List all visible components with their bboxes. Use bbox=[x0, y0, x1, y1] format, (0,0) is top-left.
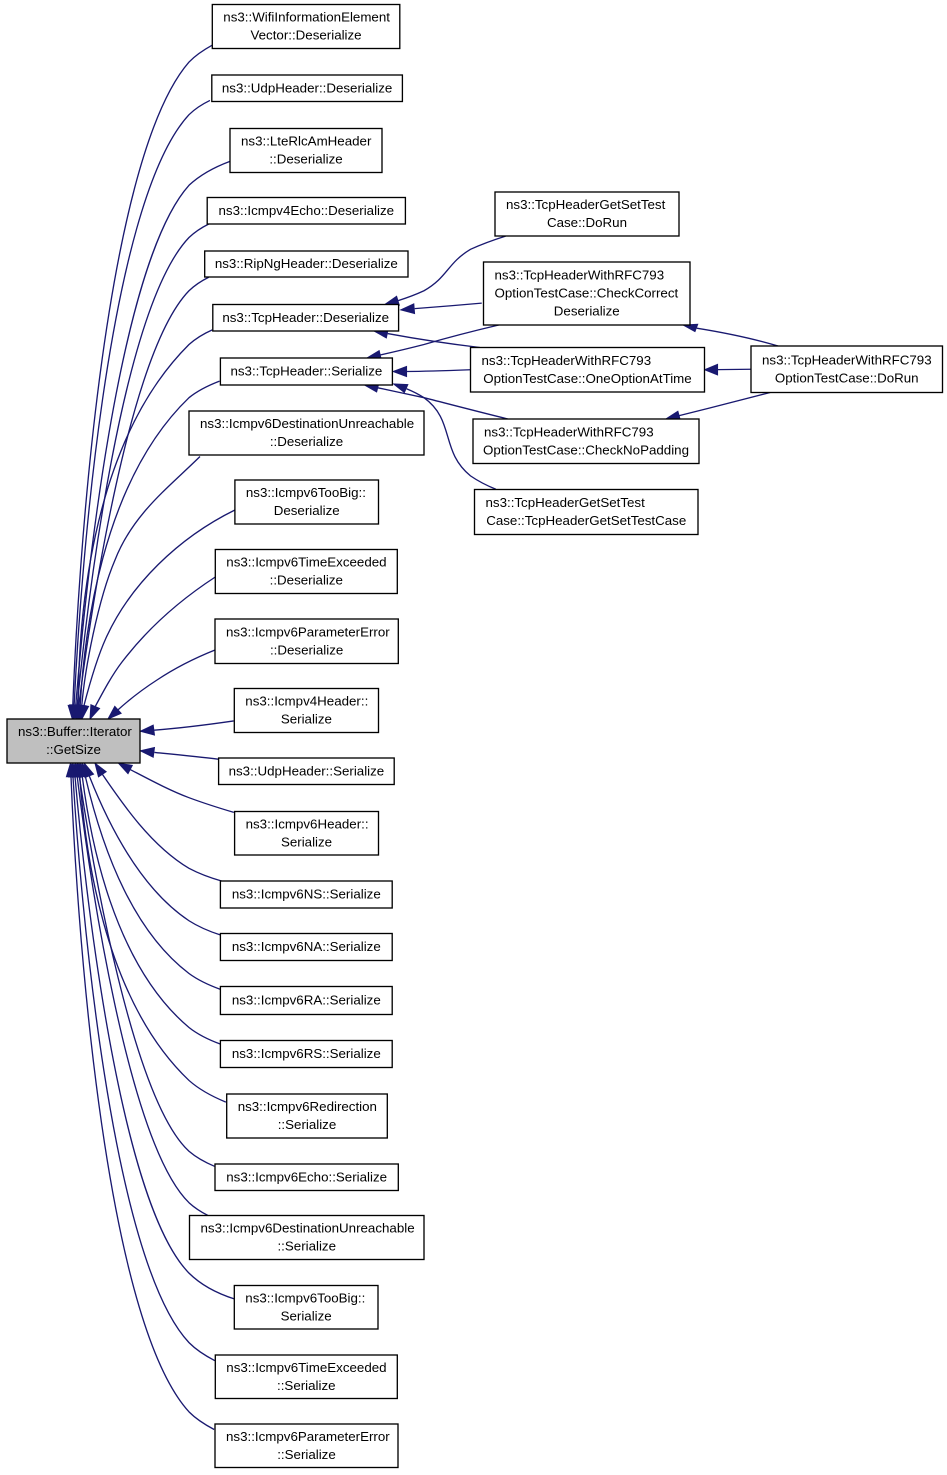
svg-text:ns3::Icmpv6Redirection: ns3::Icmpv6Redirection bbox=[238, 1099, 377, 1114]
svg-text:Serialize: Serialize bbox=[281, 834, 332, 849]
svg-text:::Deserialize: ::Deserialize bbox=[270, 434, 343, 449]
svg-text:ns3::WifiInformationElement: ns3::WifiInformationElement bbox=[223, 10, 390, 25]
svg-text:::Deserialize: ::Deserialize bbox=[270, 573, 343, 588]
svg-text:Vector::Deserialize: Vector::Deserialize bbox=[250, 28, 361, 43]
svg-text:ns3::Icmpv6TooBig::: ns3::Icmpv6TooBig:: bbox=[245, 1290, 365, 1305]
svg-text:Deserialize: Deserialize bbox=[554, 304, 620, 319]
svg-text:ns3::Icmpv6Header::: ns3::Icmpv6Header:: bbox=[246, 816, 369, 831]
svg-text:ns3::Icmpv6NA::Serialize: ns3::Icmpv6NA::Serialize bbox=[232, 939, 381, 954]
svg-text:::Serialize: ::Serialize bbox=[277, 1447, 336, 1462]
svg-text:Case::TcpHeaderGetSetTestCase: Case::TcpHeaderGetSetTestCase bbox=[486, 513, 686, 528]
svg-text:ns3::Icmpv6DestinationUnreacha: ns3::Icmpv6DestinationUnreachable bbox=[201, 1221, 415, 1236]
svg-text:OptionTestCase::OneOptionAtTim: OptionTestCase::OneOptionAtTime bbox=[483, 371, 691, 386]
svg-text:ns3::TcpHeader::Deserialize: ns3::TcpHeader::Deserialize bbox=[222, 310, 389, 325]
svg-text:ns3::TcpHeaderWithRFC793: ns3::TcpHeaderWithRFC793 bbox=[484, 424, 654, 439]
svg-text:ns3::Icmpv6Echo::Serialize: ns3::Icmpv6Echo::Serialize bbox=[226, 1169, 387, 1184]
svg-text:ns3::Icmpv4Header::: ns3::Icmpv4Header:: bbox=[245, 694, 368, 709]
svg-text:ns3::Icmpv6NS::Serialize: ns3::Icmpv6NS::Serialize bbox=[232, 887, 381, 902]
svg-text:ns3::Icmpv6TimeExceeded: ns3::Icmpv6TimeExceeded bbox=[226, 1360, 386, 1375]
svg-text:ns3::TcpHeaderWithRFC793: ns3::TcpHeaderWithRFC793 bbox=[762, 352, 932, 367]
svg-text:OptionTestCase::CheckCorrect: OptionTestCase::CheckCorrect bbox=[495, 286, 679, 301]
svg-text:ns3::RipNgHeader::Deserialize: ns3::RipNgHeader::Deserialize bbox=[215, 256, 398, 271]
svg-text:::Deserialize: ::Deserialize bbox=[270, 642, 343, 657]
svg-text:ns3::TcpHeaderWithRFC793: ns3::TcpHeaderWithRFC793 bbox=[482, 353, 652, 368]
svg-text:ns3::UdpHeader::Deserialize: ns3::UdpHeader::Deserialize bbox=[222, 80, 392, 95]
svg-text:Serialize: Serialize bbox=[281, 712, 332, 727]
svg-text:::GetSize: ::GetSize bbox=[46, 742, 101, 757]
svg-text:ns3::TcpHeaderWithRFC793: ns3::TcpHeaderWithRFC793 bbox=[495, 268, 665, 283]
svg-text:Serialize: Serialize bbox=[281, 1308, 332, 1323]
svg-text:Deserialize: Deserialize bbox=[274, 503, 340, 518]
svg-text:ns3::Icmpv6TooBig::: ns3::Icmpv6TooBig:: bbox=[246, 485, 366, 500]
svg-text:ns3::Icmpv6RA::Serialize: ns3::Icmpv6RA::Serialize bbox=[232, 993, 381, 1008]
svg-text:ns3::Icmpv6ParameterError: ns3::Icmpv6ParameterError bbox=[226, 1429, 390, 1444]
svg-text:ns3::Icmpv6RS::Serialize: ns3::Icmpv6RS::Serialize bbox=[232, 1046, 381, 1061]
svg-text:::Serialize: ::Serialize bbox=[277, 1378, 336, 1393]
svg-text:ns3::Icmpv6ParameterError: ns3::Icmpv6ParameterError bbox=[226, 624, 390, 639]
svg-text:::Serialize: ::Serialize bbox=[277, 1239, 336, 1254]
svg-text:ns3::TcpHeaderGetSetTest: ns3::TcpHeaderGetSetTest bbox=[506, 197, 666, 212]
svg-text:ns3::Icmpv6DestinationUnreacha: ns3::Icmpv6DestinationUnreachable bbox=[200, 416, 414, 431]
svg-text:ns3::Icmpv4Echo::Deserialize: ns3::Icmpv4Echo::Deserialize bbox=[219, 203, 395, 218]
svg-text:OptionTestCase::CheckNoPadding: OptionTestCase::CheckNoPadding bbox=[483, 442, 689, 457]
svg-text:ns3::TcpHeaderGetSetTest: ns3::TcpHeaderGetSetTest bbox=[486, 495, 646, 510]
svg-text:::Serialize: ::Serialize bbox=[278, 1117, 337, 1132]
svg-text:Case::DoRun: Case::DoRun bbox=[547, 215, 627, 230]
svg-text:ns3::Buffer::Iterator: ns3::Buffer::Iterator bbox=[18, 724, 132, 739]
svg-text:::Deserialize: ::Deserialize bbox=[269, 152, 342, 167]
svg-text:ns3::LteRlcAmHeader: ns3::LteRlcAmHeader bbox=[241, 134, 372, 149]
svg-text:ns3::Icmpv6TimeExceeded: ns3::Icmpv6TimeExceeded bbox=[226, 555, 386, 570]
svg-text:OptionTestCase::DoRun: OptionTestCase::DoRun bbox=[775, 370, 919, 385]
svg-text:ns3::UdpHeader::Serialize: ns3::UdpHeader::Serialize bbox=[229, 763, 385, 778]
svg-text:ns3::TcpHeader::Serialize: ns3::TcpHeader::Serialize bbox=[230, 364, 382, 379]
